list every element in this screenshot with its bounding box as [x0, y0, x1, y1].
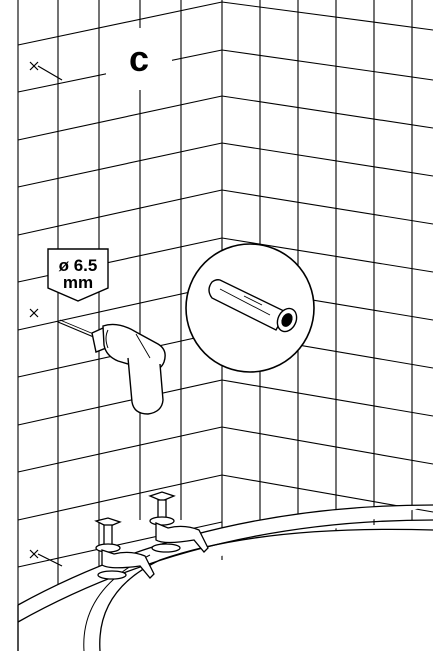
step-label: c [129, 38, 149, 79]
drill-bit-unit: mm [63, 273, 93, 292]
power-drill-icon [57, 319, 166, 415]
drill-bit-diameter: ø 6.5 [59, 256, 98, 275]
wall-plug-detail [185, 243, 315, 373]
drill-bit-size-badge: ø 6.5 mm [47, 248, 109, 302]
drill-mark-bottom [29, 549, 63, 567]
wall-plug-icon [208, 279, 298, 333]
drill-position-marks [29, 61, 63, 567]
bathtub [17, 504, 433, 651]
drill-mark-top [29, 61, 63, 81]
bath-tap-icon [94, 491, 209, 580]
drill-mark-middle [29, 308, 39, 318]
tap-left [94, 517, 155, 580]
label-background [106, 28, 172, 90]
tap-right [148, 491, 209, 553]
